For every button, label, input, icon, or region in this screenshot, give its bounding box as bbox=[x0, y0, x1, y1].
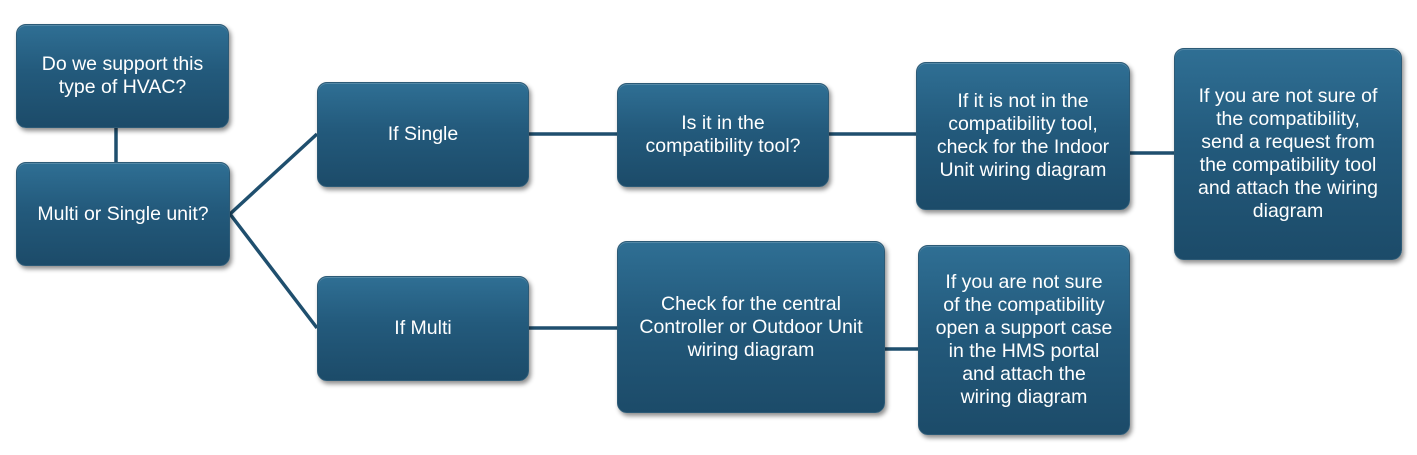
if-single-node: If Single bbox=[317, 82, 529, 187]
unit-type-question-text: Multi or Single unit? bbox=[37, 202, 209, 225]
if-single-text: If Single bbox=[387, 123, 459, 145]
compatibility-request-node: If you are not sure of the compatibility… bbox=[1174, 48, 1402, 260]
if-multi-text: If Multi bbox=[394, 317, 452, 339]
connector-unit-to-single bbox=[228, 132, 319, 216]
central-controller-check-text: Check for the central Controller or Outd… bbox=[639, 292, 863, 361]
compatibility-tool-question-text: Is it in the compatibility tool? bbox=[645, 112, 801, 157]
indoor-unit-check-text: If it is not in the compatibility tool, … bbox=[936, 90, 1110, 181]
indoor-unit-check-node: If it is not in the compatibility tool, … bbox=[916, 62, 1130, 210]
if-multi-node: If Multi bbox=[317, 276, 529, 381]
central-controller-check-node: Check for the central Controller or Outd… bbox=[617, 241, 885, 413]
hvac-support-question-text: Do we support this type of HVAC? bbox=[41, 53, 204, 98]
hms-support-case-node: If you are not sure of the compatibility… bbox=[918, 245, 1130, 435]
unit-type-question-node: Multi or Single unit? bbox=[16, 162, 230, 266]
hvac-support-question-node: Do we support this type of HVAC? bbox=[16, 24, 229, 128]
connector-unit-to-multi bbox=[228, 212, 319, 330]
compatibility-tool-question-node: Is it in the compatibility tool? bbox=[617, 83, 829, 187]
compatibility-request-text: If you are not sure of the compatibility… bbox=[1198, 85, 1378, 222]
hms-support-case-text: If you are not sure of the compatibility… bbox=[935, 271, 1113, 408]
